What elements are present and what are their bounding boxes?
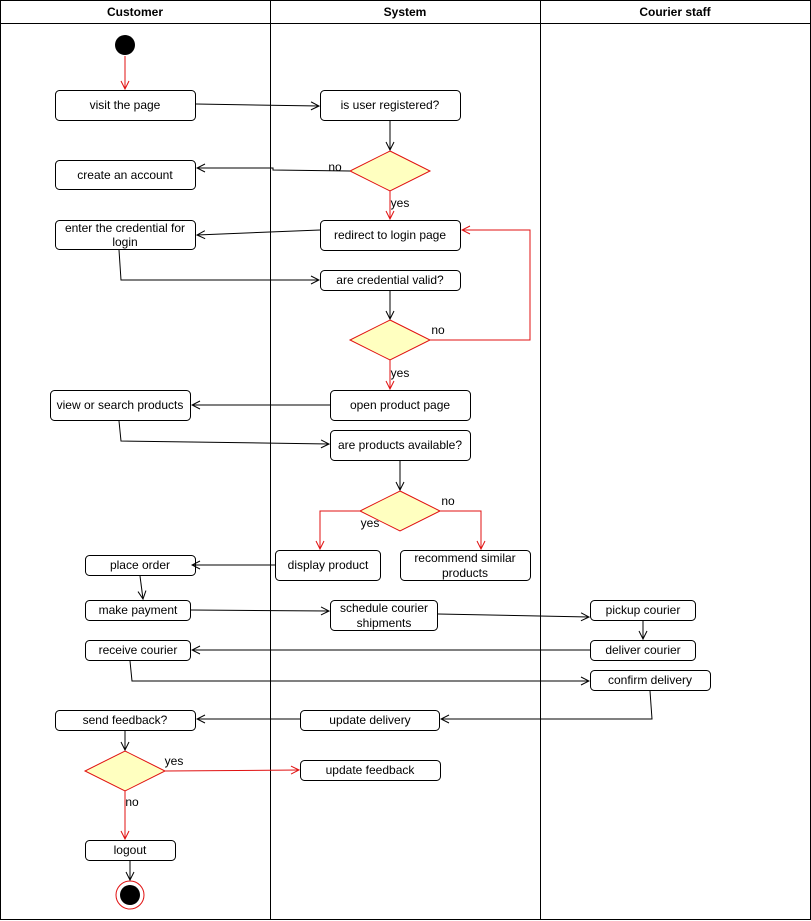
action-label: create an account: [77, 168, 173, 182]
guard-valid-yes: yes: [391, 366, 410, 380]
action-label: pickup courier: [606, 603, 681, 617]
lane-title-customer: Customer: [107, 5, 163, 19]
guard-valid-no: no: [431, 323, 445, 337]
flow-view-to-availability: [118, 420, 329, 444]
action-label: visit the page: [90, 98, 161, 112]
action-place-order: place order: [85, 555, 196, 576]
guard-available-yes: yes: [361, 516, 380, 530]
action-label: redirect to login page: [334, 228, 446, 242]
action-are-products-available: are products available?: [330, 430, 471, 461]
guard-available-no: no: [441, 494, 455, 508]
action-deliver-courier: deliver courier: [590, 640, 696, 661]
action-create-account: create an account: [55, 160, 196, 190]
action-label: are products available?: [338, 438, 462, 452]
action-label: confirm delivery: [608, 673, 692, 687]
final-node: [115, 880, 145, 910]
guard-feedback-yes: yes: [165, 754, 184, 768]
action-send-feedback: send feedback?: [55, 710, 196, 731]
flow-invalid-loop-to-redirect: [430, 230, 531, 341]
flow-confirm-to-update-delivery: [441, 690, 653, 719]
action-are-credential-valid: are credential valid?: [320, 270, 461, 291]
action-label: update feedback: [326, 763, 416, 777]
decision-products-available: [358, 490, 442, 532]
action-label-line2: login: [112, 235, 137, 249]
flow-yes-to-update-feedback: [164, 770, 299, 771]
action-enter-credential: enter the credential for login: [55, 220, 196, 250]
decision-send-feedback: [83, 750, 167, 792]
flow-place-order-to-payment: [140, 575, 143, 599]
action-make-payment: make payment: [85, 600, 191, 621]
action-open-product-page: open product page: [330, 390, 471, 421]
flow-no-to-create-account: [197, 168, 351, 171]
action-receive-courier: receive courier: [85, 640, 191, 661]
action-label: make payment: [99, 603, 178, 617]
action-is-user-registered: is user registered?: [320, 90, 461, 121]
action-visit-page: visit the page: [55, 90, 196, 121]
action-update-feedback: update feedback: [300, 760, 441, 781]
action-label-line1: enter the credential for: [65, 221, 185, 235]
guard-registered-yes: yes: [391, 196, 410, 210]
action-label: are credential valid?: [336, 273, 444, 287]
action-label-line1: schedule courier: [340, 601, 428, 615]
action-label: deliver courier: [605, 643, 680, 657]
flow-redirect-to-enter-credential: [197, 229, 321, 235]
flow-no-to-recommend: [440, 510, 481, 549]
action-label: open product page: [350, 398, 450, 412]
flow-yes-to-display: [320, 510, 360, 549]
action-logout: logout: [85, 840, 176, 861]
decision-credential-valid: [348, 319, 432, 361]
flow-enter-credential-to-validity: [118, 249, 319, 280]
action-display-product: display product: [275, 550, 381, 581]
action-pickup-courier: pickup courier: [590, 600, 696, 621]
flow-receive-to-confirm: [129, 660, 589, 681]
action-view-search-products: view or search products: [50, 390, 191, 421]
action-label: update delivery: [329, 713, 410, 727]
action-label: is user registered?: [341, 98, 440, 112]
initial-node: [115, 35, 135, 55]
action-label: send feedback?: [83, 713, 168, 727]
flow-schedule-to-pickup: [437, 614, 589, 617]
lane-title-system: System: [384, 5, 427, 19]
action-update-delivery: update delivery: [300, 710, 440, 731]
flow-payment-to-schedule: [190, 610, 329, 611]
action-label: place order: [110, 558, 170, 572]
action-recommend-similar: recommend similar products: [400, 550, 531, 581]
action-label: receive courier: [99, 643, 178, 657]
decision-registered: [348, 150, 432, 192]
guard-feedback-no: no: [125, 795, 139, 809]
action-label: view or search products: [57, 398, 184, 412]
flow-visit-to-registered-check: [195, 104, 319, 106]
action-redirect-login: redirect to login page: [320, 220, 461, 251]
action-label: display product: [288, 558, 369, 572]
lane-title-courier: Courier staff: [639, 5, 711, 19]
guard-registered-no: no: [328, 160, 342, 174]
action-label: logout: [114, 843, 147, 857]
action-label-line1: recommend similar: [414, 551, 515, 565]
action-schedule-courier: schedule courier shipments: [330, 600, 438, 631]
action-label-line2: products: [442, 566, 488, 580]
action-confirm-delivery: confirm delivery: [590, 670, 711, 691]
action-label-line2: shipments: [357, 616, 412, 630]
